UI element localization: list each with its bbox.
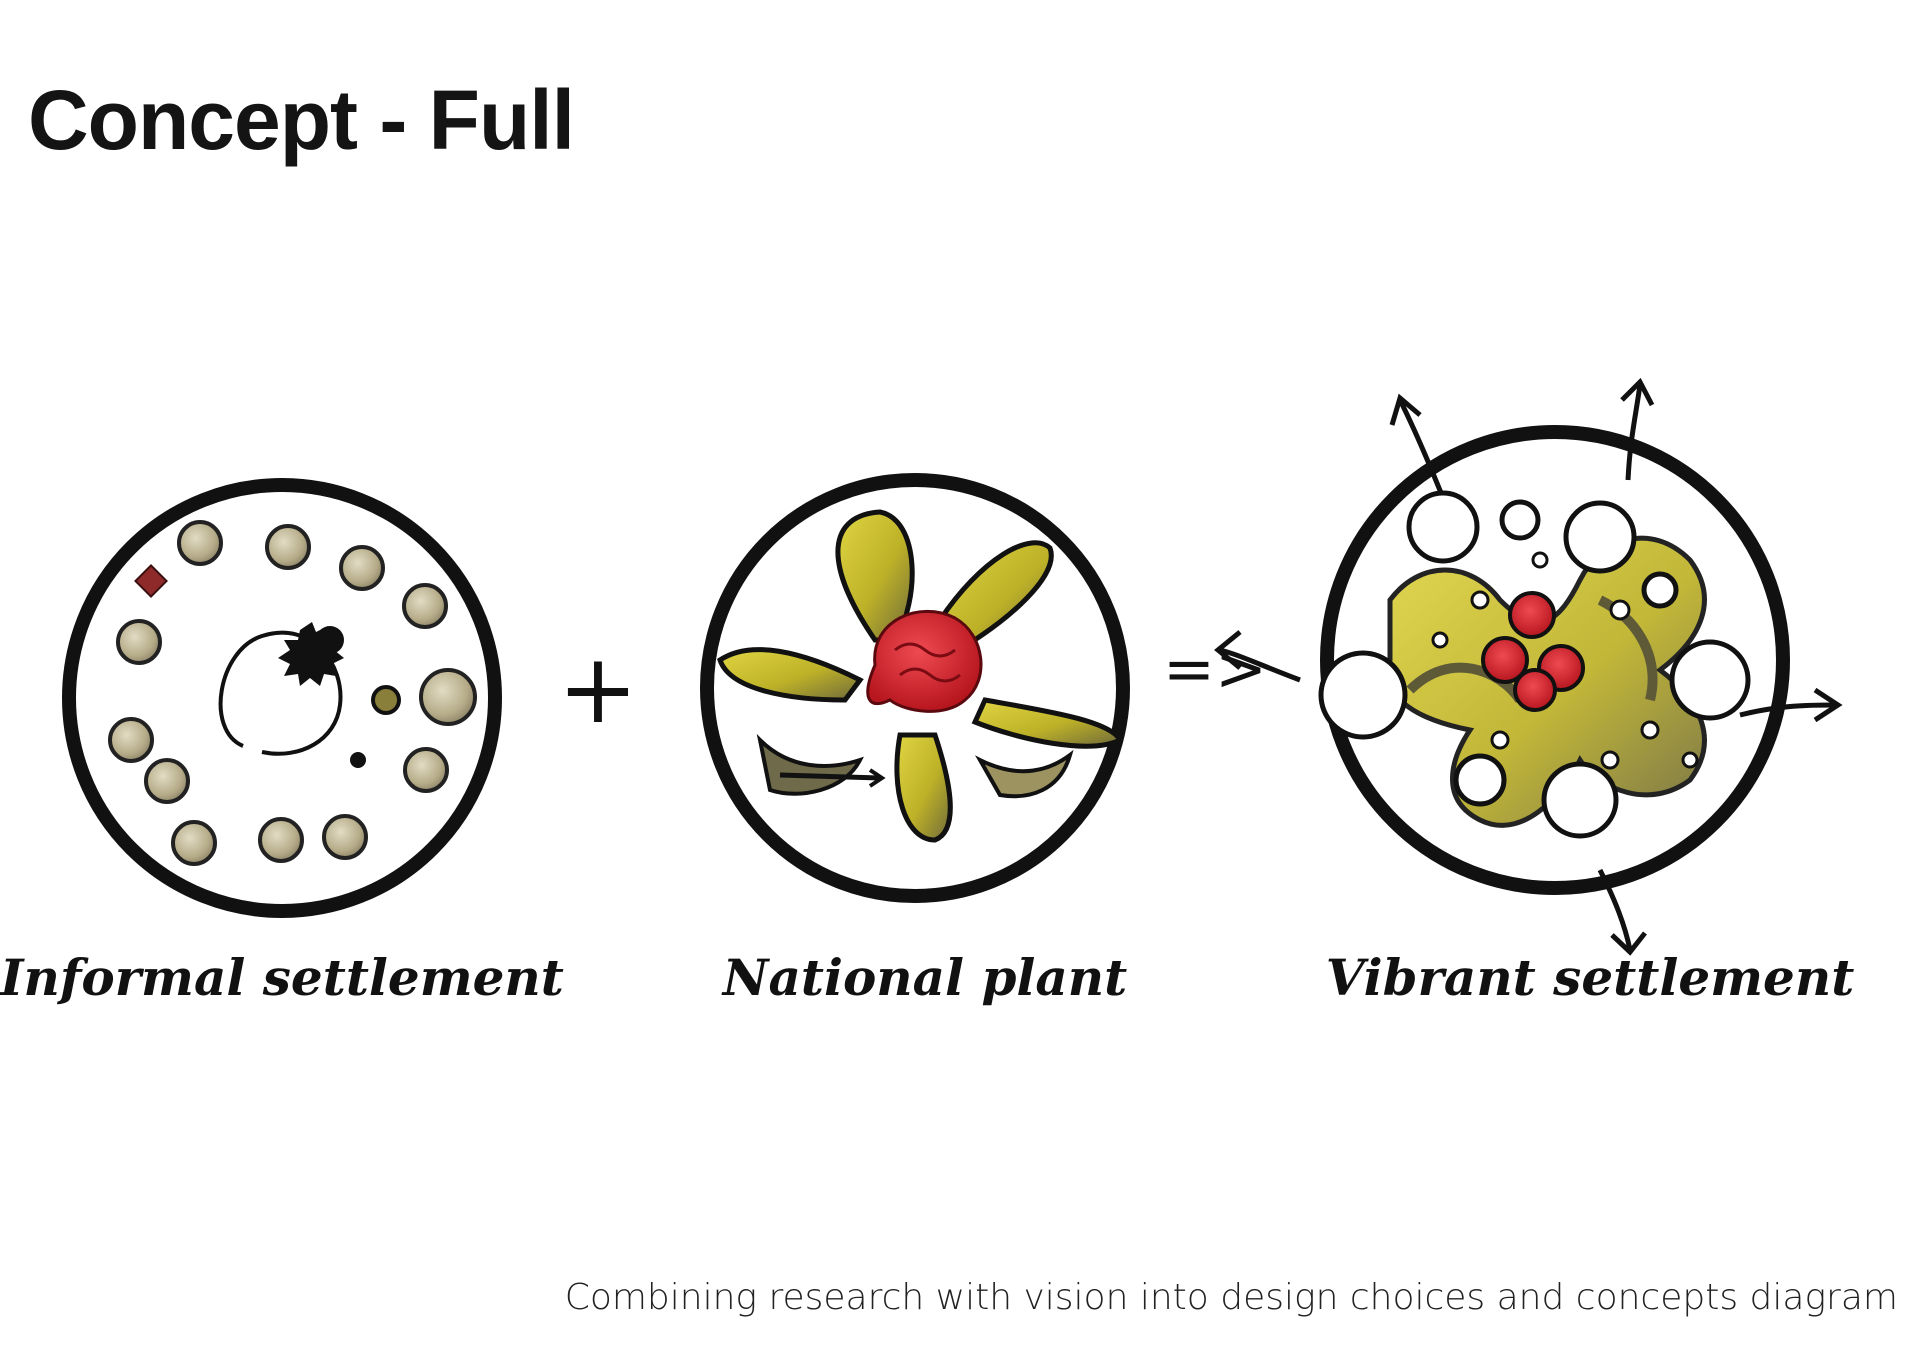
hut [110, 719, 152, 761]
hut [267, 526, 309, 568]
petal-swirl [980, 755, 1070, 796]
label-vibrant-settlement: Vibrant settlement [1326, 948, 1855, 1007]
hut [179, 522, 221, 564]
open-space [1409, 493, 1477, 561]
petal-swirl [760, 740, 860, 794]
diagram-caption: Combining research with vision into desi… [565, 1277, 1898, 1318]
open-space [1321, 653, 1405, 737]
hut [146, 760, 188, 802]
arrow-up-right [1628, 385, 1640, 480]
petal [975, 700, 1120, 746]
stem-arrow [780, 775, 880, 778]
petal [720, 650, 860, 700]
panel-national-plant [707, 480, 1123, 896]
hut-ring [110, 522, 475, 864]
open-space [1456, 756, 1504, 804]
hut [173, 822, 215, 864]
open-space [1566, 503, 1634, 571]
panel-informal-settlement [69, 485, 495, 911]
open-space [1644, 574, 1676, 606]
red-core [1510, 593, 1554, 637]
panel-vibrant-settlement [1218, 382, 1838, 952]
small-hut-marker [373, 687, 399, 713]
label-national-plant: National plant [721, 948, 1128, 1007]
open-space [1672, 642, 1748, 718]
black-dot [350, 752, 366, 768]
open-space [1544, 764, 1616, 836]
hut [324, 816, 366, 858]
hut [405, 749, 447, 791]
hut [118, 621, 160, 663]
red-marker [135, 565, 166, 596]
flower-icon [720, 512, 1120, 840]
plus-operator: + [558, 633, 638, 745]
label-informal-settlement: Informal settlement [0, 948, 564, 1007]
hut [260, 819, 302, 861]
hut [421, 670, 475, 724]
hut [404, 585, 446, 627]
implies-operator: => [1163, 632, 1267, 705]
open-space [1502, 502, 1538, 538]
red-core [1515, 670, 1555, 710]
hut [341, 547, 383, 589]
petal [897, 735, 950, 840]
